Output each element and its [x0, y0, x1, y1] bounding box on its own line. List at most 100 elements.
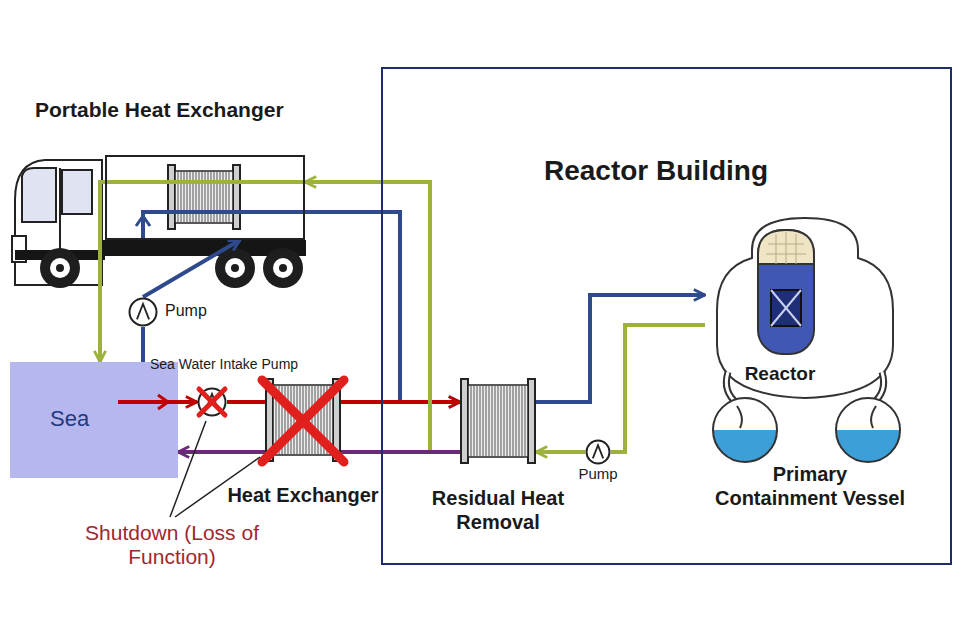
drawing-part	[190, 171, 191, 223]
drawing-part	[215, 248, 255, 288]
pump-symbol-drawing	[197, 387, 227, 417]
drawing-part	[771, 290, 801, 326]
drawing-part	[193, 171, 194, 223]
flow-pipe	[536, 450, 585, 454]
failure-cross	[199, 389, 225, 415]
drawing-part	[294, 385, 295, 455]
drawing-part	[40, 248, 80, 288]
drawing-part	[187, 171, 188, 223]
drawing-part	[130, 299, 157, 326]
drawing-part	[321, 385, 322, 455]
drawing-part	[713, 218, 900, 462]
pump-symbol: Pump	[585, 439, 611, 465]
portable-heat-exchanger-coil	[168, 165, 240, 229]
drawing-part	[522, 385, 523, 457]
drawing-part	[175, 171, 233, 223]
drawing-part	[713, 430, 777, 462]
drawing-part	[226, 171, 227, 223]
drawing-part	[771, 290, 801, 326]
container-ground	[105, 155, 305, 240]
flow-pipe	[611, 325, 705, 452]
flow-pipe	[141, 327, 145, 362]
drawing-part	[461, 379, 468, 463]
drawing-part	[211, 171, 212, 223]
drawing-part	[477, 385, 478, 457]
drawing-part	[300, 385, 301, 455]
drawing-part	[489, 385, 490, 457]
drawing-part	[206, 394, 218, 410]
reactor-label: Reactor	[745, 363, 816, 385]
cooling-line	[105, 180, 305, 184]
drawing-part	[737, 406, 876, 428]
drawing-part	[276, 385, 277, 455]
drawing-part	[214, 171, 215, 223]
drawing-part	[217, 171, 218, 223]
drawing-part	[587, 441, 610, 464]
drawing-part	[528, 379, 535, 463]
pump-label: Pump	[578, 465, 617, 482]
drawing-part	[231, 264, 239, 272]
drawing-part	[312, 385, 313, 455]
drawing-part	[263, 248, 303, 288]
drawing-part	[495, 385, 496, 457]
drawing-part	[184, 171, 185, 223]
drawing-part	[480, 385, 481, 457]
flow-pipe	[178, 450, 265, 454]
sea-label: Sea	[50, 406, 89, 432]
sea-area: Sea	[10, 362, 178, 478]
container-box: Portable Heat Exchanger	[105, 155, 305, 240]
drawing-part	[836, 398, 900, 462]
drawing-part	[279, 385, 280, 455]
drawing-part	[327, 385, 328, 455]
drawing-part	[516, 385, 517, 457]
drawing-part	[504, 385, 505, 457]
flow-pipe	[227, 400, 265, 404]
drawing-part	[285, 385, 286, 455]
drawing-part	[324, 385, 325, 455]
drawing-part	[486, 385, 487, 457]
drawing-part	[291, 385, 292, 455]
drawing-part	[525, 385, 526, 457]
drawing-part	[483, 385, 484, 457]
drawing-part	[333, 379, 340, 461]
drawing-part	[758, 230, 814, 354]
pump-symbol: Pump	[128, 297, 158, 327]
drawing-part	[288, 385, 289, 455]
vessel-label: Primary Containment Vessel	[711, 462, 909, 510]
cooling-line	[143, 212, 305, 240]
flow-arrow	[158, 395, 168, 409]
drawing-part	[282, 385, 283, 455]
drawing-part	[513, 385, 514, 457]
drawing-part	[279, 264, 287, 272]
pump-symbol: Sea Water Intake Pump	[197, 387, 227, 417]
drawing-part	[309, 385, 310, 455]
drawing-part	[223, 171, 224, 223]
pump-symbol-drawing	[128, 297, 158, 327]
drawing-part	[233, 165, 240, 229]
drawing-part	[202, 171, 203, 223]
box-heading: Portable Heat Exchanger	[35, 98, 284, 122]
drawing-part	[273, 385, 333, 455]
building-title: Reactor Building	[544, 155, 768, 187]
failure-cross	[262, 380, 344, 462]
drawing-part	[758, 230, 814, 264]
drawing-part	[208, 171, 209, 223]
drawing-part	[468, 385, 528, 457]
cab-door	[59, 168, 61, 250]
flow-pipe	[341, 450, 460, 454]
drawing-part	[717, 218, 893, 398]
heat-exchanger: Residual Heat Removal	[460, 378, 536, 464]
flow-pipe	[143, 240, 240, 297]
status-note: Shutdown (Loss of Function)	[82, 521, 262, 569]
pump-label: Sea Water Intake Pump	[150, 356, 298, 372]
flow-pipe	[536, 295, 705, 402]
drawing-part	[181, 171, 182, 223]
flow-pipe	[178, 400, 197, 404]
drawing-part	[199, 171, 200, 223]
drawing-part	[315, 385, 316, 455]
drawing-part	[273, 258, 293, 278]
drawing-part	[836, 430, 900, 462]
cab-side-window	[62, 170, 92, 214]
heat-exchanger-drawing	[460, 378, 536, 464]
drawing-part	[199, 389, 226, 416]
